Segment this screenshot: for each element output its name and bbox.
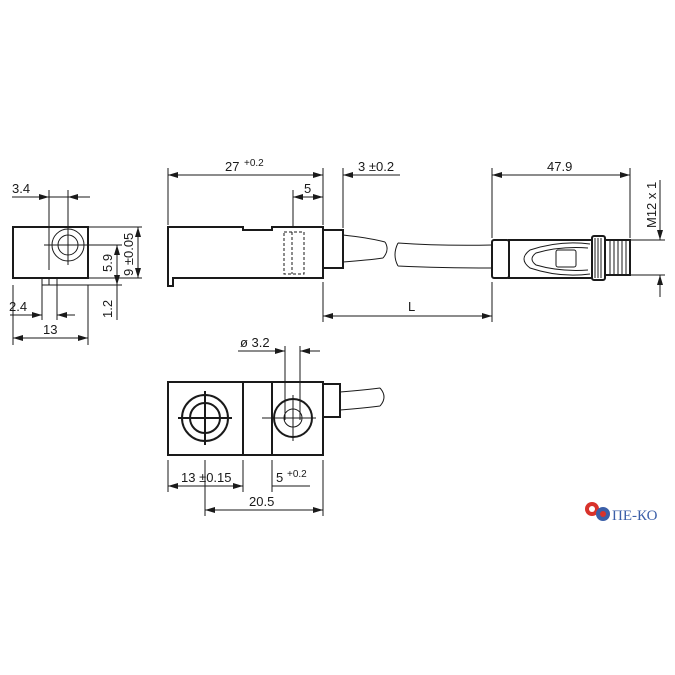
front-view: 3.4 5.9 9 ±0.05 1.2 2.4 13 [9,181,142,345]
top-view: ø 3.2 13 ±0.15 5 +0.2 20.5 [167,335,385,516]
dim-cable-length-label: L [408,299,415,314]
dim-sense-label: 5 [304,181,311,196]
dim-cable-stub-label: 3 ±0.2 [358,159,394,174]
dim-thread-label: M12 x 1 [644,182,659,228]
logo: ПЕ-КО [585,502,658,524]
dim-connector-label: 47.9 [547,159,572,174]
dim-height-label: 9 ±0.05 [121,233,136,276]
dim-slot-label: 5 [276,470,283,485]
dim-width-label: 13 [43,322,57,337]
dim-length-tolerance: +0.2 [244,158,264,169]
dim-tab-offset-label: 2.4 [9,299,27,314]
dim-center-height-label: 5.9 [100,254,115,272]
dim-slot-tolerance: +0.2 [287,469,307,480]
dim-hole-label: ø 3.2 [240,335,270,350]
dim-tab-height-label: 1.2 [100,300,115,318]
dim-mount-label: 13 ±0.15 [181,470,232,485]
dim-spacing-label: 20.5 [249,494,274,509]
dim-length-label: 27 [225,159,239,174]
dim-offset-label: 3.4 [12,181,30,196]
logo-text: ПЕ-КО [612,508,658,524]
side-view: 27 +0.2 5 3 ±0.2 47.9 M12 x 1 L [167,158,665,322]
